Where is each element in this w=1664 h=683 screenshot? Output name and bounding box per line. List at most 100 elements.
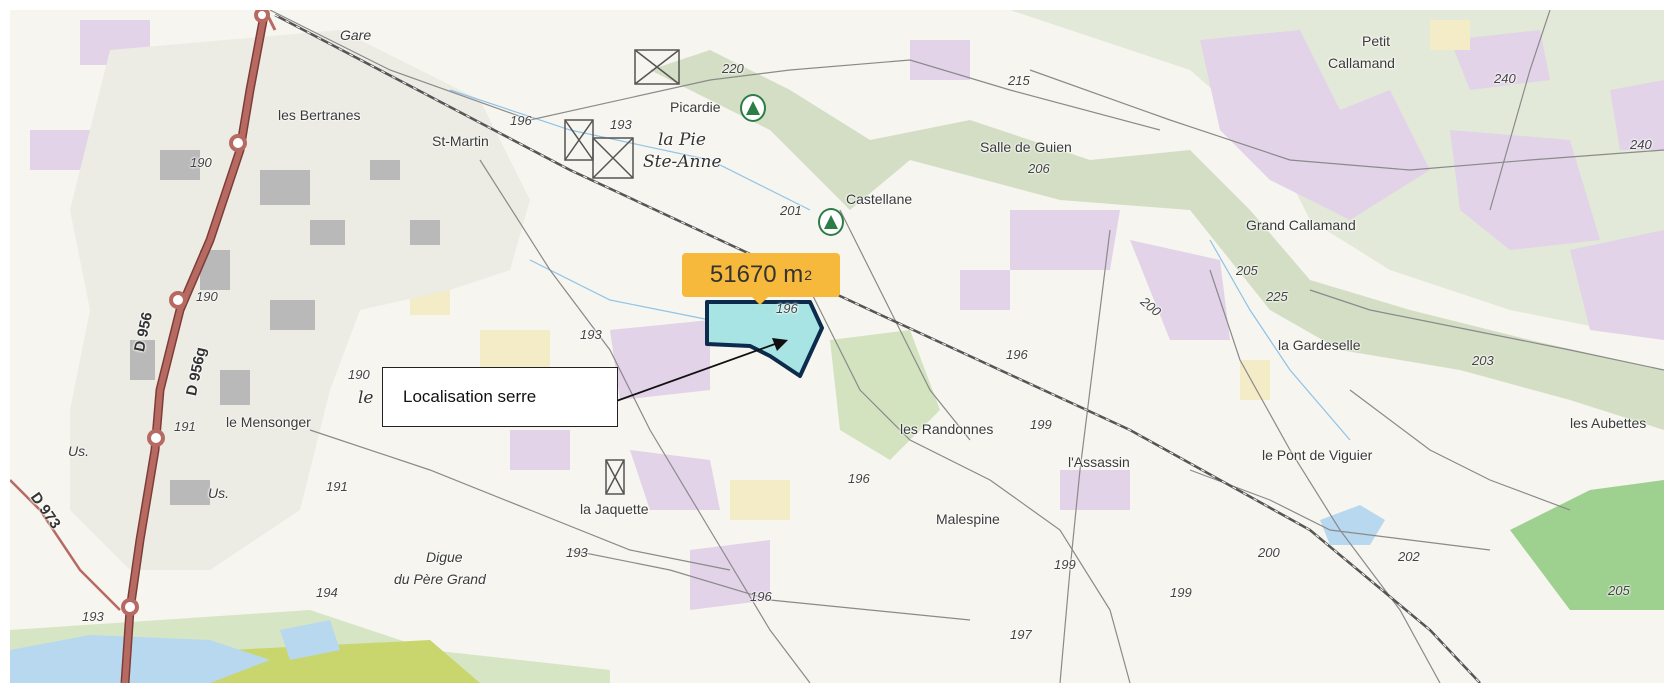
label-us-2: Us. xyxy=(208,485,229,501)
elev-193a: 193 xyxy=(610,117,632,132)
label-picardie: Picardie xyxy=(670,99,721,115)
map-viewport[interactable]: Gare les Bertranes St-Martin Picardie la… xyxy=(10,10,1664,683)
yellow-fields xyxy=(410,20,1470,520)
elev-203: 203 xyxy=(1472,353,1494,368)
parcel-polygon xyxy=(705,300,824,378)
road-k xyxy=(1189,469,1491,551)
elev-193c: 193 xyxy=(566,545,588,560)
elev-193b: 193 xyxy=(580,327,602,342)
forest-patch-1 xyxy=(830,330,940,460)
label-la-jaquette: la Jaquette xyxy=(580,501,649,517)
buildings xyxy=(130,150,440,505)
vineyard-12 xyxy=(690,540,770,610)
label-castellane: Castellane xyxy=(846,191,913,207)
elev-225: 225 xyxy=(1266,289,1288,304)
label-grand-callamand: Grand Callamand xyxy=(1246,217,1356,233)
forest-valley xyxy=(650,50,1664,430)
label-le-pont-de-viguier: le Pont de Viguier xyxy=(1262,447,1373,463)
field-2 xyxy=(730,480,790,520)
vineyard-13 xyxy=(910,40,970,80)
label-st-martin: St-Martin xyxy=(432,133,489,149)
label-le-mensonger: le Mensonger xyxy=(226,414,311,430)
elev-196d: 196 xyxy=(848,471,870,486)
elev-199c: 199 xyxy=(1170,585,1192,600)
elev-240a: 240 xyxy=(1494,71,1516,86)
elev-191a: 191 xyxy=(174,419,196,434)
label-us-1: Us. xyxy=(68,443,89,459)
building-6 xyxy=(220,370,250,405)
road-g xyxy=(1309,289,1664,371)
roundabout-3 xyxy=(147,429,165,447)
field-3 xyxy=(1240,360,1270,400)
greenhouse-1 xyxy=(634,49,680,85)
map-canvas xyxy=(10,10,1664,683)
river-bottom xyxy=(10,635,270,683)
elev-200a: 200 xyxy=(1258,545,1280,560)
railway xyxy=(274,13,1481,683)
elev-197: 197 xyxy=(1010,627,1032,642)
elev-215: 215 xyxy=(1008,73,1030,88)
elev-240b: 240 xyxy=(1630,137,1652,152)
label-gare: Gare xyxy=(340,27,372,43)
elev-196e: 196 xyxy=(750,589,772,604)
callout-arrow-line xyxy=(607,343,776,405)
road-j xyxy=(1029,69,1664,171)
road-b xyxy=(479,159,811,683)
road-m xyxy=(1489,10,1551,211)
vineyard-8 xyxy=(1450,130,1600,250)
road-l xyxy=(1349,389,1571,511)
greenhouse-symbols xyxy=(564,49,680,495)
label-du-pere-grand: du Père Grand xyxy=(394,571,486,587)
vineyard-5 xyxy=(960,270,1010,310)
elev-194: 194 xyxy=(316,585,338,600)
vineyard-6 xyxy=(1130,240,1230,340)
railway-ticks xyxy=(274,14,1481,683)
road-e xyxy=(1059,229,1111,683)
elev-205a: 205 xyxy=(1236,263,1258,278)
elev-199a: 199 xyxy=(1030,417,1052,432)
lake-south xyxy=(280,620,340,660)
callout-text: Localisation serre xyxy=(403,387,537,406)
elev-190b: 190 xyxy=(196,289,218,304)
road-a xyxy=(269,10,1161,131)
stream-1 xyxy=(449,89,811,211)
label-petit: Petit xyxy=(1362,33,1391,49)
minor-roads xyxy=(269,10,1664,683)
road-d956 xyxy=(122,10,268,683)
label-les-randonnes: les Randonnes xyxy=(900,421,994,437)
elev-202: 202 xyxy=(1398,549,1420,564)
road-d xyxy=(839,209,971,441)
road-i xyxy=(569,549,971,621)
building-10 xyxy=(410,220,440,245)
label-digue: Digue xyxy=(426,549,463,565)
building-3 xyxy=(310,220,345,245)
roundabout-4 xyxy=(121,598,139,616)
label-les-bertranes: les Bertranes xyxy=(278,107,361,123)
yellow-field-bottom xyxy=(210,640,480,683)
vineyard-10 xyxy=(1610,80,1664,150)
road-f xyxy=(1209,269,1441,683)
label-les-aubettes: les Aubettes xyxy=(1570,415,1647,431)
elev-199b: 199 xyxy=(1054,557,1076,572)
field-4 xyxy=(1430,20,1470,50)
callout-box: Localisation serre xyxy=(382,367,618,427)
stream-2 xyxy=(529,259,711,321)
label-le-partial: le xyxy=(358,388,374,408)
road-h xyxy=(309,429,731,571)
roundabout-5 xyxy=(254,10,270,23)
roundabout-2 xyxy=(169,291,187,309)
building-9 xyxy=(130,340,155,380)
elev-196a: 196 xyxy=(510,113,532,128)
label-callamand: Callamand xyxy=(1328,55,1395,71)
poi-picardie-icon xyxy=(740,94,766,122)
building-1 xyxy=(160,150,200,180)
stream-3 xyxy=(1209,239,1351,441)
vineyard-14 xyxy=(1450,30,1550,90)
area-unit-exponent: 2 xyxy=(804,267,813,283)
label-l-assassin: l'Assassin xyxy=(1068,454,1130,470)
roundabout-1 xyxy=(229,134,247,152)
elev-205b: 205 xyxy=(1608,583,1630,598)
vineyard-3 xyxy=(610,320,710,400)
elev-196c: 196 xyxy=(1006,347,1028,362)
